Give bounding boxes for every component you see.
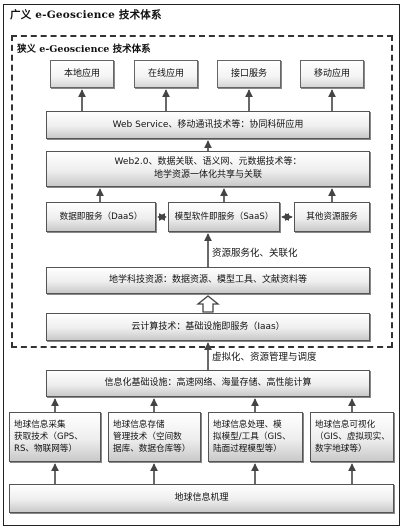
layer-web20: Web2.0、数据关联、语义网、元数据技术等： 地学资源一体化共享与关联 xyxy=(46,151,370,187)
service-daas: 数据即服务（DaaS） xyxy=(46,202,156,232)
resource-servicing-label: 资源服务化、关联化 xyxy=(212,248,298,259)
app-local: 本地应用 xyxy=(50,60,114,88)
tech-processing: 地球信息处理、模 拟模型/工具（GIS、 陆面过程模型等） xyxy=(208,412,303,462)
app-online: 在线应用 xyxy=(134,60,198,88)
tech-storage: 地球信息存储 管理技术（空间数 据库、数据仓库等） xyxy=(108,412,201,462)
layer-cloud-computing: 云计算技术：基础设施即服务（Iaas） xyxy=(46,313,370,341)
tech-acquisition: 地球信息采集 获取技术（GPS、 RS、物联网等） xyxy=(9,412,101,462)
narrow-framework-frame xyxy=(11,35,393,348)
app-mobile: 移动应用 xyxy=(300,60,364,88)
layer-infrastructure: 信息化基础设施：高速网络、海量存储、高性能计算 xyxy=(46,370,370,397)
service-other: 其他资源服务 xyxy=(294,202,370,232)
layer-earth-mechanism: 地球信息机理 xyxy=(9,484,394,513)
service-saas: 模型软件即服务（SaaS） xyxy=(168,202,280,232)
broad-framework-title: 广义 e-Geoscience 技术体系 xyxy=(10,9,162,21)
narrow-framework-title: 狭义 e-Geoscience 技术体系 xyxy=(17,44,151,55)
app-interface: 接口服务 xyxy=(217,60,281,88)
virtualization-label: 虚拟化、资源管理与调度 xyxy=(212,352,317,363)
layer-geo-resources: 地学科技资源：数据资源、模型工具、文献资料等 xyxy=(46,267,370,294)
layer-web-service: Web Service、移动通讯技术等：协同科研应用 xyxy=(46,111,370,139)
block-arrow-cloud-to-resources xyxy=(196,295,220,313)
tech-visualization: 地球信息可视化 （GIS、虚拟现实、 数字地球等） xyxy=(310,412,394,462)
